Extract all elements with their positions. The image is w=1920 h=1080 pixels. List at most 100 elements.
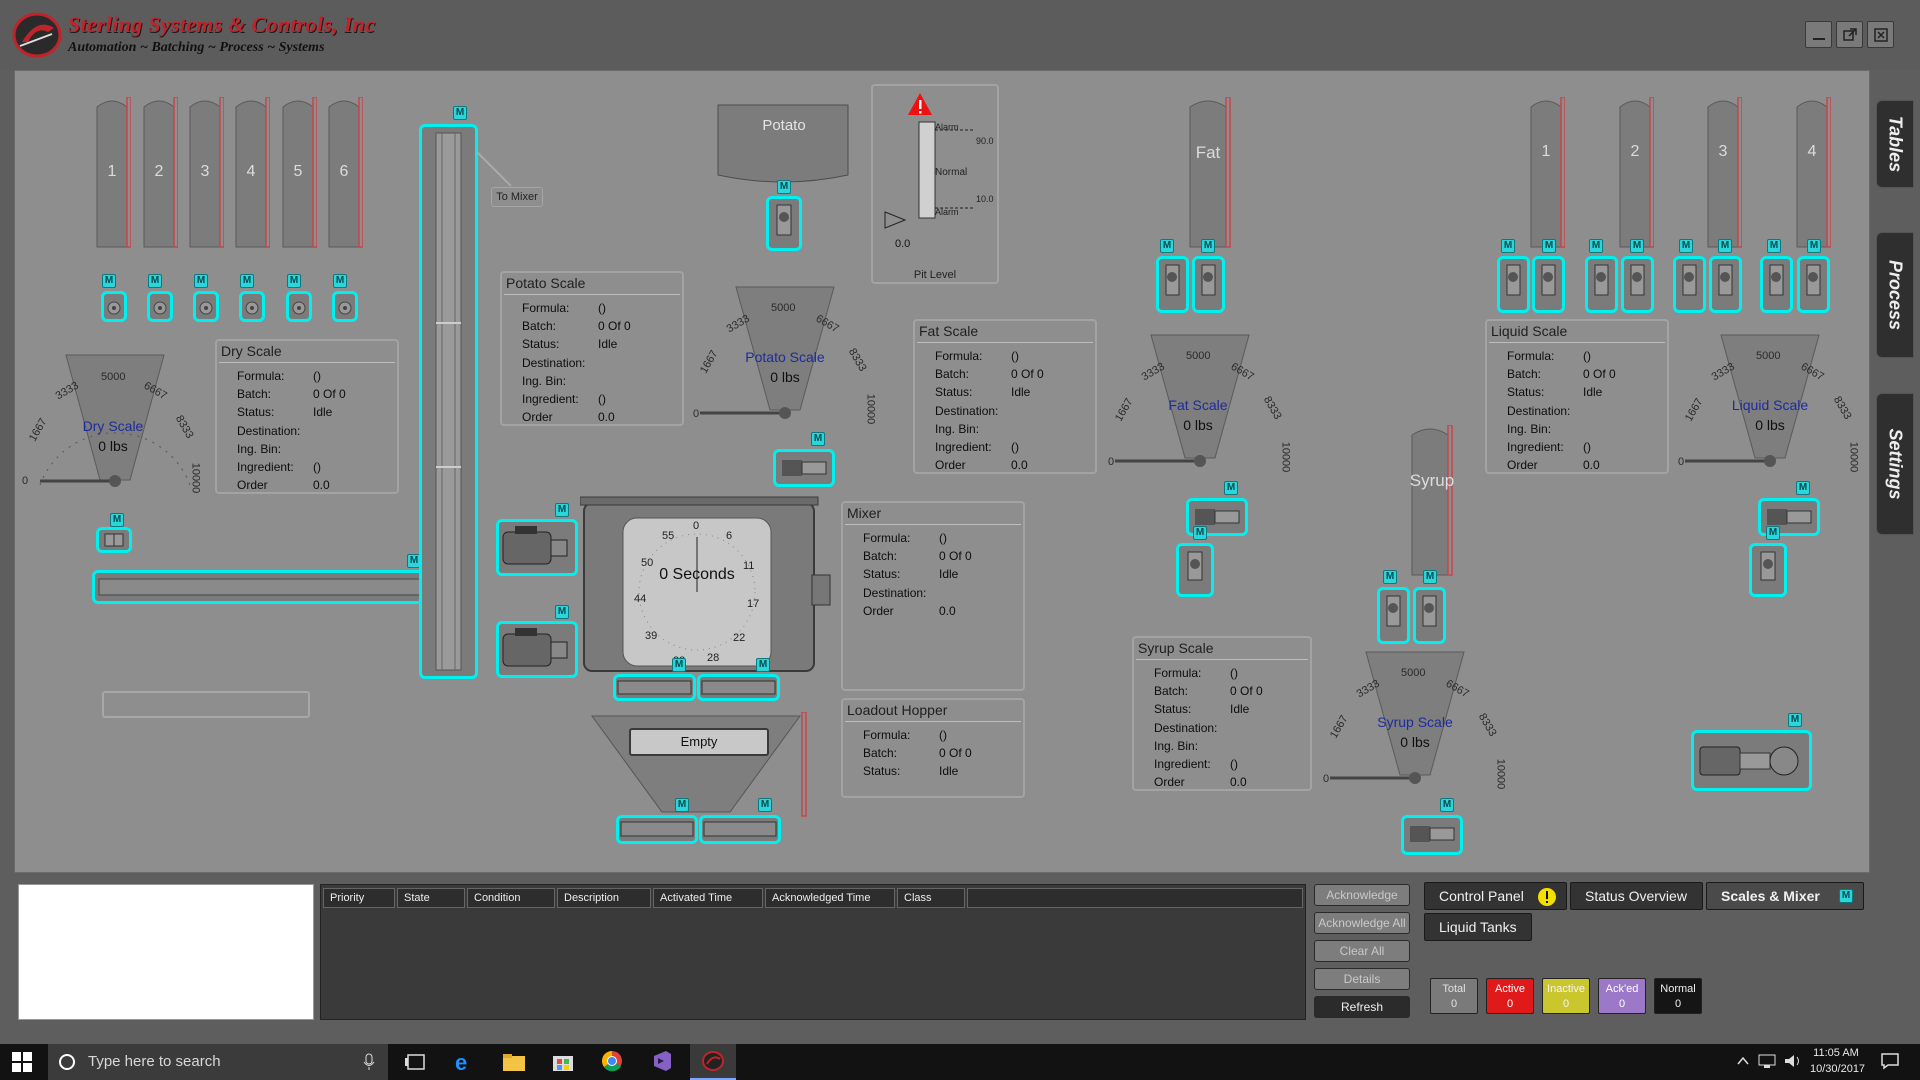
liquid-scale-panel[interactable]: Liquid Scale Formula:() Batch:0 Of 0 Sta… xyxy=(1485,319,1669,474)
motor-indicator[interactable]: M xyxy=(756,658,770,672)
visual-studio-icon[interactable] xyxy=(651,1050,673,1072)
motor-indicator[interactable]: M xyxy=(758,798,772,812)
volume-icon[interactable] xyxy=(1783,1053,1803,1069)
nav-control-panel[interactable]: Control Panel xyxy=(1424,882,1567,910)
liquid-valve[interactable] xyxy=(1797,256,1830,313)
motor-indicator[interactable]: M xyxy=(672,658,686,672)
tab-settings[interactable]: Settings xyxy=(1876,393,1914,535)
motor-indicator[interactable]: M xyxy=(1440,798,1454,812)
column-header[interactable]: Activated Time xyxy=(653,888,763,908)
mixer-motor-2[interactable] xyxy=(496,621,578,678)
bucket-elevator[interactable] xyxy=(419,124,478,679)
motor-indicator[interactable]: M xyxy=(194,274,208,288)
motor-indicator[interactable]: M xyxy=(1788,713,1802,727)
potato-valve[interactable] xyxy=(766,196,802,251)
loadout-panel[interactable]: Loadout Hopper Formula:() Batch:0 Of 0 S… xyxy=(841,698,1025,798)
pit-level-panel[interactable]: Alarm 90.0 Normal 10.0 Alarm 0.0 Pit Lev… xyxy=(871,84,999,284)
syrup-valve-1[interactable] xyxy=(1377,587,1410,644)
liquid-valve[interactable] xyxy=(1497,256,1530,313)
silo-3[interactable]: 3 xyxy=(186,96,225,252)
liquid-valve[interactable] xyxy=(1532,256,1565,313)
liquid-silo-2[interactable]: 2 xyxy=(1616,96,1655,252)
mixer-gate-2[interactable] xyxy=(697,674,780,701)
windows-start-icon[interactable] xyxy=(12,1052,32,1072)
nav-scales-mixer[interactable]: Scales & Mixer M xyxy=(1706,882,1864,910)
motor-indicator[interactable]: M xyxy=(1383,570,1397,584)
nav-liquid-tanks[interactable]: Liquid Tanks xyxy=(1424,913,1532,941)
motor-indicator[interactable]: M xyxy=(1193,526,1207,540)
minimize-button[interactable] xyxy=(1805,21,1832,48)
screw-conveyor[interactable] xyxy=(92,570,430,604)
liquid-valve[interactable] xyxy=(1673,256,1706,313)
motor-indicator[interactable]: M xyxy=(240,274,254,288)
silo-1[interactable]: 1 xyxy=(93,96,132,252)
dry-scale-panel[interactable]: Dry Scale Formula:() Batch:0 Of 0 Status… xyxy=(215,339,399,494)
silo-gate-6[interactable] xyxy=(332,291,358,322)
motor-indicator[interactable]: M xyxy=(1224,481,1238,495)
refresh-button[interactable]: Refresh xyxy=(1314,996,1410,1018)
liquid-scale-valve[interactable] xyxy=(1749,543,1787,597)
clear-all-button[interactable]: Clear All xyxy=(1314,940,1410,962)
popout-button[interactable] xyxy=(1836,21,1863,48)
silo-5[interactable]: 5 xyxy=(279,96,318,252)
motor-indicator[interactable]: M xyxy=(1630,239,1644,253)
chevron-up-icon[interactable] xyxy=(1737,1056,1749,1066)
motor-indicator[interactable]: M xyxy=(1718,239,1732,253)
column-header[interactable]: Acknowledged Time xyxy=(765,888,895,908)
syrup-scale-panel[interactable]: Syrup Scale Formula:() Batch:0 Of 0 Stat… xyxy=(1132,636,1312,791)
motor-indicator[interactable]: M xyxy=(1501,239,1515,253)
chrome-icon[interactable] xyxy=(601,1050,623,1072)
motor-indicator[interactable]: M xyxy=(1542,239,1556,253)
motor-indicator[interactable]: M xyxy=(1589,239,1603,253)
motor-indicator[interactable]: M xyxy=(811,432,825,446)
edge-browser-icon[interactable]: e xyxy=(455,1050,468,1075)
motor-indicator[interactable]: M xyxy=(148,274,162,288)
potato-scale-discharge[interactable] xyxy=(773,449,835,487)
column-header[interactable]: State xyxy=(397,888,465,908)
app-taskbar-item[interactable] xyxy=(690,1044,736,1080)
acknowledge-button[interactable]: Acknowledge xyxy=(1314,884,1410,906)
liquid-valve[interactable] xyxy=(1760,256,1793,313)
potato-scale-panel[interactable]: Potato Scale Formula:() Batch:0 Of 0 Sta… xyxy=(500,271,684,426)
silo-gate-5[interactable] xyxy=(286,291,312,322)
close-button[interactable] xyxy=(1867,21,1894,48)
mixer-gate-1[interactable] xyxy=(613,674,696,701)
fat-scale-valve[interactable] xyxy=(1176,543,1214,597)
silo-gate-1[interactable] xyxy=(101,291,127,322)
liquid-silo-1[interactable]: 1 xyxy=(1527,96,1566,252)
motor-indicator[interactable]: M xyxy=(333,274,347,288)
liquid-silo-3[interactable]: 3 xyxy=(1704,96,1743,252)
store-icon[interactable] xyxy=(552,1050,574,1072)
liquid-pump[interactable] xyxy=(1691,730,1812,791)
liquid-silo-4[interactable]: 4 xyxy=(1793,96,1832,252)
mixer-panel[interactable]: Mixer Formula:() Batch:0 Of 0 Status:Idl… xyxy=(841,501,1025,691)
fat-silo[interactable]: Fat xyxy=(1186,96,1234,252)
mixer-motor-1[interactable] xyxy=(496,519,578,576)
motor-indicator[interactable]: M xyxy=(777,180,791,194)
syrup-silo[interactable]: Syrup xyxy=(1408,424,1458,580)
motor-indicator[interactable]: M xyxy=(287,274,301,288)
taskbar-search-box[interactable]: Type here to search xyxy=(48,1044,388,1080)
network-icon[interactable] xyxy=(1757,1053,1777,1069)
notifications-icon[interactable] xyxy=(1880,1052,1900,1070)
loadout-gate-1[interactable] xyxy=(616,815,698,844)
motor-indicator[interactable]: M xyxy=(1201,239,1215,253)
file-explorer-icon[interactable] xyxy=(502,1052,526,1072)
silo-gate-2[interactable] xyxy=(147,291,173,322)
liquid-valve[interactable] xyxy=(1585,256,1618,313)
motor-indicator[interactable]: M xyxy=(453,106,467,120)
motor-indicator[interactable]: M xyxy=(1767,239,1781,253)
motor-indicator[interactable]: M xyxy=(102,274,116,288)
silo-gate-3[interactable] xyxy=(193,291,219,322)
syrup-valve-2[interactable] xyxy=(1413,587,1446,644)
motor-indicator[interactable]: M xyxy=(1160,239,1174,253)
silo-4[interactable]: 4 xyxy=(232,96,271,252)
motor-indicator[interactable]: M xyxy=(1807,239,1821,253)
nav-status-overview[interactable]: Status Overview xyxy=(1570,882,1703,910)
